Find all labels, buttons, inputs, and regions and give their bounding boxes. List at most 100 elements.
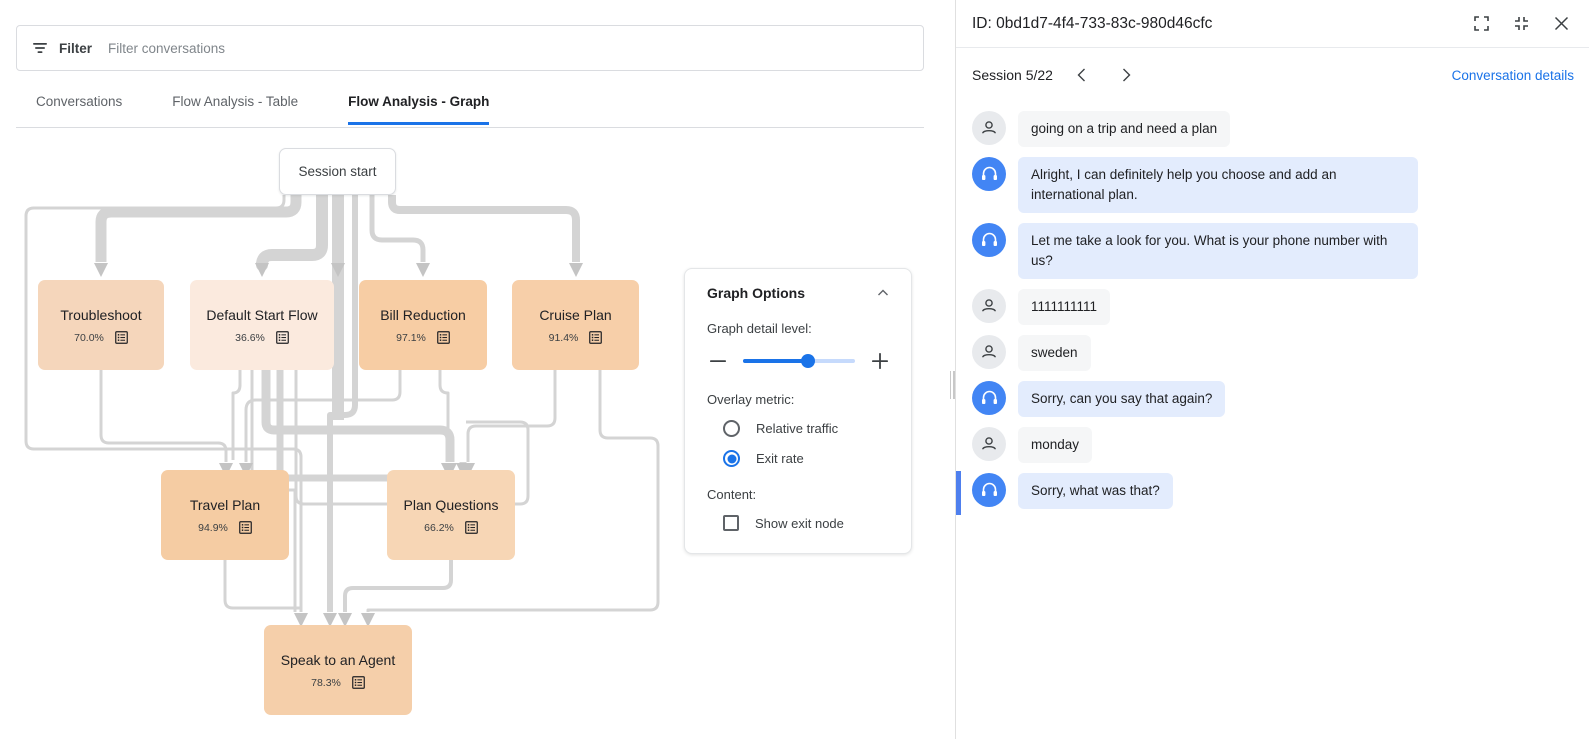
node-meta: 70.0% xyxy=(74,331,128,344)
graph-node-bill-reduction[interactable]: Bill Reduction 97.1% xyxy=(359,280,487,370)
minus-icon[interactable] xyxy=(707,350,729,372)
radio-label: Exit rate xyxy=(756,451,804,466)
node-meta: 97.1% xyxy=(396,331,450,344)
graph-node-cruise-plan[interactable]: Cruise Plan 91.4% xyxy=(512,280,639,370)
filter-input[interactable] xyxy=(108,40,709,56)
overlay-metric-label: Overlay metric: xyxy=(707,392,795,407)
node-label: Plan Questions xyxy=(403,497,499,513)
message-row-highlighted[interactable]: Sorry, what was that? xyxy=(956,468,1589,515)
list-icon[interactable] xyxy=(239,521,252,534)
user-avatar xyxy=(972,111,1006,145)
filter-bar[interactable]: Filter xyxy=(16,25,924,71)
agent-avatar xyxy=(972,223,1006,257)
slider-thumb[interactable] xyxy=(800,354,815,368)
node-label: Troubleshoot xyxy=(60,307,142,323)
node-exit-rate: 36.6% xyxy=(235,331,265,344)
drag-bar xyxy=(949,371,951,399)
radio-circle xyxy=(723,450,740,467)
session-start-node[interactable]: Session start xyxy=(279,148,396,195)
node-meta: 36.6% xyxy=(235,331,289,344)
message-bubble: Sorry, what was that? xyxy=(1018,473,1173,509)
message-bubble: Alright, I can definitely help you choos… xyxy=(1018,157,1418,213)
expand-icon[interactable] xyxy=(1468,11,1494,37)
checkbox-show-exit-node[interactable]: Show exit node xyxy=(723,515,891,531)
graph-detail-slider-row[interactable] xyxy=(707,350,891,372)
node-label: Speak to an Agent xyxy=(280,652,396,668)
message-row[interactable]: Let me take a look for you. What is your… xyxy=(956,218,1589,284)
radio-label: Relative traffic xyxy=(756,421,839,436)
message-bubble: 1111111111 xyxy=(1018,289,1111,325)
conversation-details-link[interactable]: Conversation details xyxy=(1451,67,1574,83)
node-meta: 66.2% xyxy=(424,521,478,534)
message-row[interactable]: sweden xyxy=(956,330,1589,376)
close-icon[interactable] xyxy=(1548,11,1574,37)
conversation-id: ID: 0bd1d7-4f4-733-83c-980d46cfc xyxy=(972,14,1213,32)
message-bubble: monday xyxy=(1018,427,1093,463)
flow-graph-canvas[interactable]: Session start Troubleshoot 70.0% Default… xyxy=(0,130,947,739)
graph-node-speak-to-an-agent[interactable]: Speak to an Agent 78.3% xyxy=(264,625,412,715)
slider-fill xyxy=(743,359,808,363)
chevron-up-icon[interactable] xyxy=(875,285,891,301)
tab-flow-analysis-table[interactable]: Flow Analysis - Table xyxy=(172,94,299,109)
node-meta: 91.4% xyxy=(549,331,603,344)
node-exit-rate: 97.1% xyxy=(396,331,426,344)
flow-analysis-pane: Filter Conversations Flow Analysis - Tab… xyxy=(0,0,947,739)
plus-icon[interactable] xyxy=(869,350,891,372)
graph-options-title: Graph Options xyxy=(707,285,805,301)
radio-exit-rate[interactable]: Exit rate xyxy=(723,450,891,467)
message-row[interactable]: Sorry, can you say that again? xyxy=(956,376,1589,422)
tab-flow-analysis-graph[interactable]: Flow Analysis - Graph xyxy=(348,88,490,125)
graph-options-panel: Graph Options Graph detail level: xyxy=(684,268,912,554)
message-bubble: sweden xyxy=(1018,335,1091,371)
message-row[interactable]: 1111111111 xyxy=(956,284,1589,330)
message-bubble: going on a trip and need a plan xyxy=(1018,111,1231,147)
list-icon[interactable] xyxy=(352,676,365,689)
conversation-panel-header: ID: 0bd1d7-4f4-733-83c-980d46cfc xyxy=(956,0,1589,48)
chevron-left-icon[interactable] xyxy=(1067,60,1097,90)
session-counter: Session 5/22 xyxy=(972,67,1053,83)
user-avatar xyxy=(972,427,1006,461)
agent-avatar xyxy=(972,381,1006,415)
node-exit-rate: 91.4% xyxy=(548,331,579,344)
node-exit-rate: 70.0% xyxy=(74,331,104,344)
node-exit-rate: 66.2% xyxy=(424,521,454,534)
tab-bar: Conversations Flow Analysis - Table Flow… xyxy=(16,88,924,128)
graph-detail-level-label: Graph detail level: xyxy=(707,321,812,336)
list-icon[interactable] xyxy=(276,331,289,344)
node-meta: 94.9% xyxy=(198,521,252,534)
tab-conversations[interactable]: Conversations xyxy=(36,94,123,109)
node-label: Cruise Plan xyxy=(539,307,612,323)
list-icon[interactable] xyxy=(437,331,450,344)
graph-detail-slider[interactable] xyxy=(743,354,855,368)
message-row[interactable]: Alright, I can definitely help you choos… xyxy=(956,152,1589,218)
graph-options-header[interactable]: Graph Options xyxy=(707,285,891,301)
message-row[interactable]: going on a trip and need a plan xyxy=(956,106,1589,152)
session-start-label: Session start xyxy=(298,164,377,179)
node-label: Travel Plan xyxy=(189,497,261,513)
message-row[interactable]: monday xyxy=(956,422,1589,468)
list-icon[interactable] xyxy=(465,521,478,534)
radio-relative-traffic[interactable]: Relative traffic xyxy=(723,420,891,437)
conversation-panel: ID: 0bd1d7-4f4-733-83c-980d46cfc Session… xyxy=(949,0,1589,739)
list-icon[interactable] xyxy=(115,331,128,344)
node-label: Default Start Flow xyxy=(206,307,318,323)
graph-node-troubleshoot[interactable]: Troubleshoot 70.0% xyxy=(38,280,164,370)
chevron-right-icon[interactable] xyxy=(1111,60,1141,90)
node-meta: 78.3% xyxy=(311,676,365,689)
user-avatar xyxy=(972,335,1006,369)
node-exit-rate: 78.3% xyxy=(311,676,341,689)
filter-label: Filter xyxy=(59,40,93,56)
checkbox-box xyxy=(723,515,739,531)
session-nav-bar: Session 5/22 Conversation details xyxy=(956,48,1589,102)
graph-node-plan-questions[interactable]: Plan Questions 66.2% xyxy=(387,470,515,560)
agent-avatar xyxy=(972,157,1006,191)
message-highlight-indicator xyxy=(956,471,961,515)
agent-avatar xyxy=(972,473,1006,507)
panel-resize-handle[interactable] xyxy=(947,370,957,400)
collapse-icon[interactable] xyxy=(1508,11,1534,37)
message-bubble: Let me take a look for you. What is your… xyxy=(1018,223,1418,279)
list-icon[interactable] xyxy=(589,331,603,344)
graph-node-default-start-flow[interactable]: Default Start Flow 36.6% xyxy=(190,280,334,370)
checkbox-label: Show exit node xyxy=(755,515,844,531)
graph-node-travel-plan[interactable]: Travel Plan 94.9% xyxy=(161,470,289,560)
